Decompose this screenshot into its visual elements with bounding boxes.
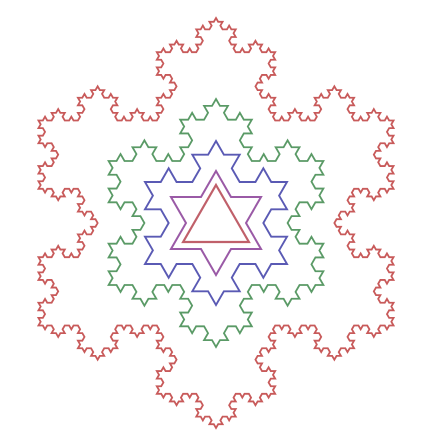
koch-iteration-2-curve	[145, 141, 287, 305]
koch-curves-group	[38, 18, 393, 428]
koch-iteration-3-curve	[109, 99, 324, 347]
koch-iteration-4-curve	[38, 18, 393, 428]
koch-iteration-0-curve	[183, 185, 249, 242]
